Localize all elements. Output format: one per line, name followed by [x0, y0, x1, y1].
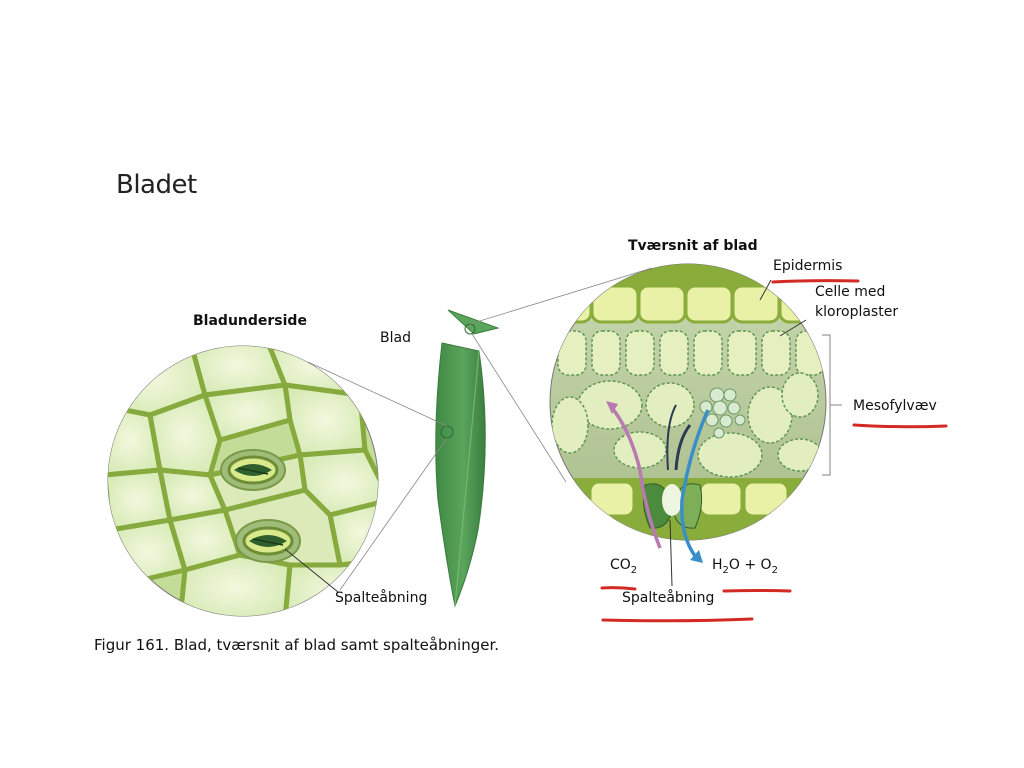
stoma-upper — [220, 449, 286, 491]
chloroplast-cell-label-line2: kloroplaster — [815, 304, 899, 320]
epidermis-label: Epidermis — [773, 258, 843, 274]
chloroplast-cell-label-line1: Celle med — [815, 284, 886, 300]
underside-label: Bladunderside — [193, 313, 307, 329]
page-title: Bladet — [116, 170, 197, 200]
figure-caption: Figur 161. Blad, tværsnit af blad samt s… — [94, 636, 500, 654]
h2o-o2-label: H2O + O2 — [712, 557, 778, 576]
stoma-label-right: Spalteåbning — [622, 590, 715, 606]
underside-magnification — [107, 345, 379, 617]
mesophyll-label: Mesofylvæv — [853, 398, 937, 414]
leaf-illustration — [307, 267, 653, 608]
cross-section-magnification — [549, 263, 842, 587]
stoma-lower — [235, 519, 301, 563]
stoma-label-left: Spalteåbning — [335, 590, 428, 606]
co2-label: CO2 — [610, 557, 638, 576]
leaf-label: Blad — [380, 330, 411, 346]
annotation-underlines — [600, 279, 948, 623]
cross-section-label: Tværsnit af blad — [628, 238, 758, 254]
